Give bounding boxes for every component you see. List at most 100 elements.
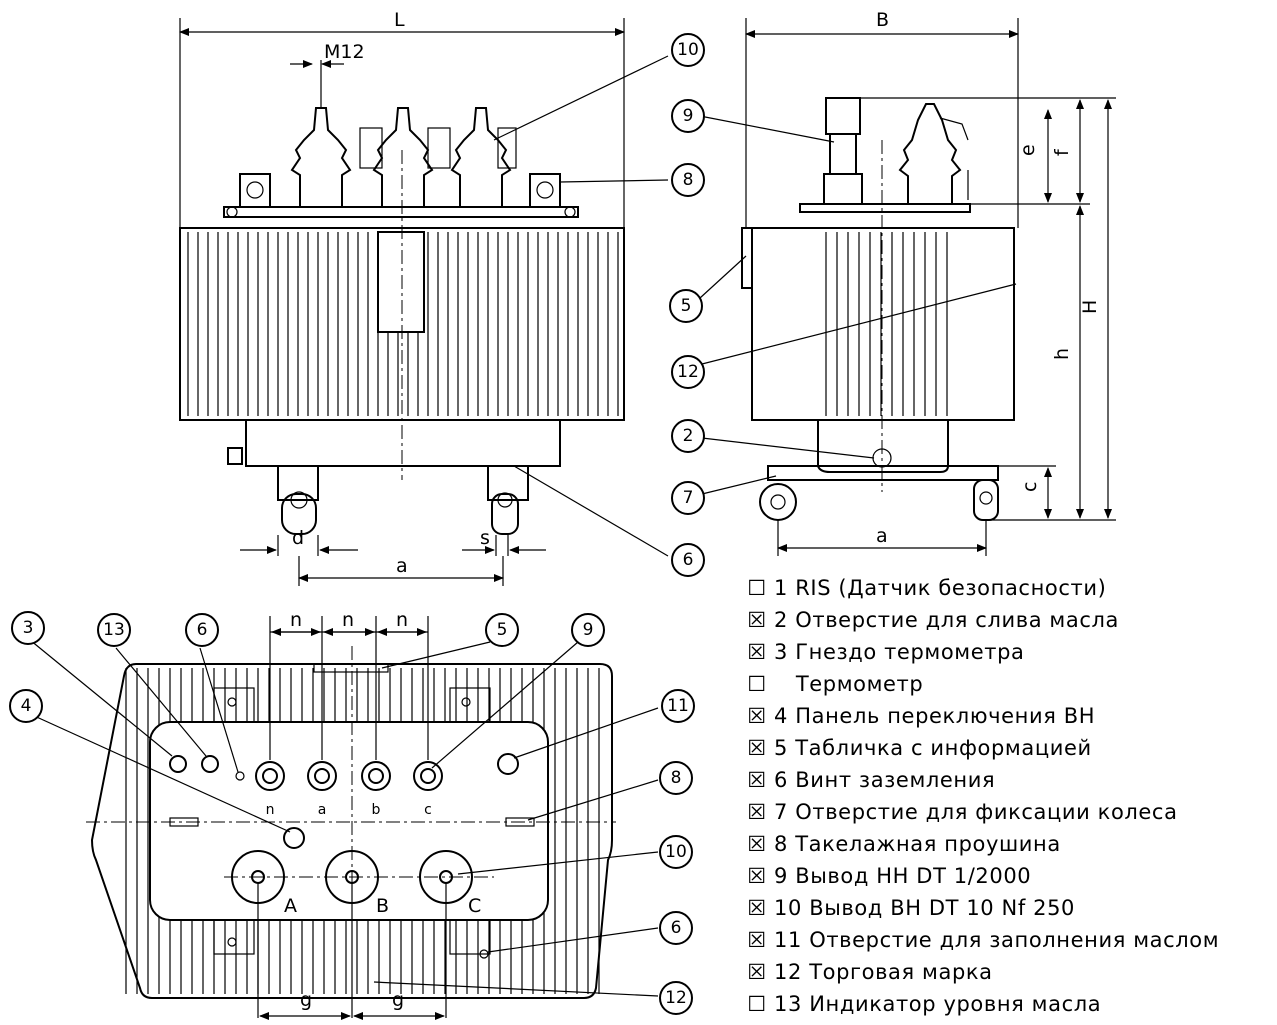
dim-g1: g xyxy=(300,989,312,1011)
legend-checkbox-icon: ☒ xyxy=(747,768,767,792)
callout-number: 10 xyxy=(677,40,699,60)
callout-number: 9 xyxy=(683,106,694,126)
legend-item: ☒ 12 Торговая марка xyxy=(746,956,1277,988)
callout-circle xyxy=(671,481,705,515)
legend-item: ☒ 3 Гнездо термометра xyxy=(746,636,1277,668)
legend-item: ☒ 7 Отверстие для фиксации колеса xyxy=(746,796,1277,828)
callout-circle xyxy=(669,289,703,323)
callout-number: 13 xyxy=(103,620,125,640)
dim-n1: n xyxy=(290,609,302,631)
callout-circle xyxy=(659,981,693,1015)
callout-number: 12 xyxy=(665,988,687,1008)
callout-number: 8 xyxy=(683,170,694,190)
legend-item: ☒ 5 Табличка с информацией xyxy=(746,732,1277,764)
dim-e: e xyxy=(1017,144,1039,156)
legend-text: 12 Торговая марка xyxy=(774,960,993,984)
callout-circle xyxy=(659,761,693,795)
legend-checkbox-icon: ☒ xyxy=(747,704,767,728)
hv-label-C: C xyxy=(468,895,481,917)
callout-number: 2 xyxy=(683,426,694,446)
legend-item: ☒ 2 Отверстие для слива масла xyxy=(746,604,1277,636)
callout-number: 6 xyxy=(683,550,694,570)
callout-circle xyxy=(185,613,219,647)
dim-h: h xyxy=(1051,348,1073,360)
dim-a-side: a xyxy=(876,525,888,547)
lv-label-a: a xyxy=(318,802,327,818)
callout-number: 12 xyxy=(677,362,699,382)
legend-item: ☐ 1 RIS (Датчик безопасности) xyxy=(746,572,1277,604)
hv-label-B: B xyxy=(376,895,389,917)
callout-circle xyxy=(661,689,695,723)
hv-label-A: A xyxy=(284,895,297,917)
legend-checkbox-icon: ☒ xyxy=(747,960,767,984)
legend-checkbox-icon: ☒ xyxy=(747,608,767,632)
legend-text: 1 RIS (Датчик безопасности) xyxy=(774,576,1107,600)
legend-checkbox-icon: ☒ xyxy=(747,896,767,920)
legend-text: 13 Индикатор уровня масла xyxy=(774,992,1102,1016)
side-view: B e f H h xyxy=(699,9,1116,556)
legend-item: ☒ 6 Винт заземления xyxy=(746,764,1277,796)
dim-c: c xyxy=(1019,482,1041,492)
side-fins xyxy=(825,232,948,416)
legend-checkbox-icon: ☒ xyxy=(747,832,767,856)
dim-B: B xyxy=(876,9,889,31)
legend-item: ☒ 11 Отверстие для заполнения маслом xyxy=(746,924,1277,956)
callout-circle xyxy=(671,419,705,453)
legend-text: 10 Вывод ВН DT 10 Nf 250 xyxy=(774,896,1076,920)
callout-number: 11 xyxy=(667,696,689,716)
front-wheels xyxy=(277,465,529,535)
legend-checkbox-icon: ☒ xyxy=(747,928,767,952)
legend-checkbox-icon: ☐ xyxy=(747,576,767,600)
callout-circle xyxy=(485,613,519,647)
dim-n2: n xyxy=(342,609,354,631)
legend-item: ☒8 Такелажная проушина xyxy=(746,828,1277,860)
legend-checkbox-icon: ☐ xyxy=(747,992,767,1016)
lv-bushings-top xyxy=(255,761,443,791)
hv-bushings-top xyxy=(231,850,473,1018)
callout-number: 8 xyxy=(671,768,682,788)
callout-circle xyxy=(571,613,605,647)
lv-label-n: n xyxy=(266,802,275,818)
legend-text: 11 Отверстие для заполнения маслом xyxy=(774,928,1220,952)
callout-number: 9 xyxy=(583,620,594,640)
callout-number: 4 xyxy=(21,696,32,716)
dim-H: H xyxy=(1079,300,1101,314)
lv-label-b: b xyxy=(372,802,381,818)
legend-text: 3 Гнездо термометра xyxy=(774,640,1025,664)
callout-circle xyxy=(659,835,693,869)
front-bushings xyxy=(290,60,517,208)
callout-circle xyxy=(11,611,45,645)
legend: ☐ 1 RIS (Датчик безопасности) ☒ 2 Отверстие… xyxy=(746,572,1277,1020)
legend-checkbox-icon: ☒ xyxy=(747,736,767,760)
legend-text: 2 Отверстие для слива масла xyxy=(774,608,1119,632)
legend-text: 9 Вывод НН DT 1/2000 xyxy=(774,864,1032,888)
legend-item: ☒ 4 Панель переключения ВН xyxy=(746,700,1277,732)
legend-item: ☒ 10 Вывод ВН DT 10 Nf 250 xyxy=(746,892,1277,924)
legend-item: ☒ 9 Вывод НН DT 1/2000 xyxy=(746,860,1277,892)
legend-text: 7 Отверстие для фиксации колеса xyxy=(774,800,1178,824)
dim-f: f xyxy=(1051,148,1073,156)
legend-checkbox-icon: ☒ xyxy=(747,800,767,824)
callout-circle xyxy=(671,543,705,577)
top-view: n a b c A B C n n n g g xyxy=(29,609,659,1020)
callout-circle xyxy=(659,911,693,945)
legend-checkbox-icon: ☒ xyxy=(747,640,767,664)
legend-checkbox-icon: ☒ xyxy=(747,864,767,888)
callout-number: 10 xyxy=(665,842,687,862)
callout-circle xyxy=(671,99,705,133)
callout-number: 3 xyxy=(23,618,34,638)
callout-circle xyxy=(671,355,705,389)
callout-number: 5 xyxy=(497,620,508,640)
legend-item: ☐ Термометр xyxy=(746,668,1277,700)
callout-number: 6 xyxy=(671,918,682,938)
legend-checkbox-icon: ☐ xyxy=(747,672,767,696)
legend-text: 5 Табличка с информацией xyxy=(774,736,1092,760)
legend-text: 6 Винт заземления xyxy=(774,768,996,792)
front-view: L M12 xyxy=(179,9,669,586)
callout-number: 7 xyxy=(683,488,694,508)
callout-circle xyxy=(97,613,131,647)
legend-text: 4 Панель переключения ВН xyxy=(774,704,1096,728)
callout-number: 6 xyxy=(197,620,208,640)
